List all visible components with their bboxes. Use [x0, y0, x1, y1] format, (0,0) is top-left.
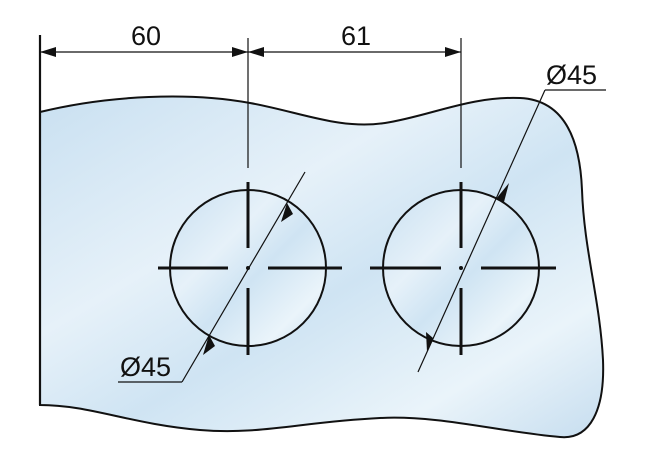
hole-left: Ø45: [118, 171, 342, 383]
hole-left-diameter-label: Ø45: [120, 352, 171, 382]
hole-right-diameter-label: Ø45: [546, 60, 597, 90]
dimension-60-label: 60: [131, 21, 161, 51]
hole-right: Ø45: [370, 60, 606, 373]
dimension-61-label: 61: [341, 21, 371, 51]
dimension-60: 60: [40, 21, 248, 57]
dimension-61: 61: [248, 21, 461, 57]
